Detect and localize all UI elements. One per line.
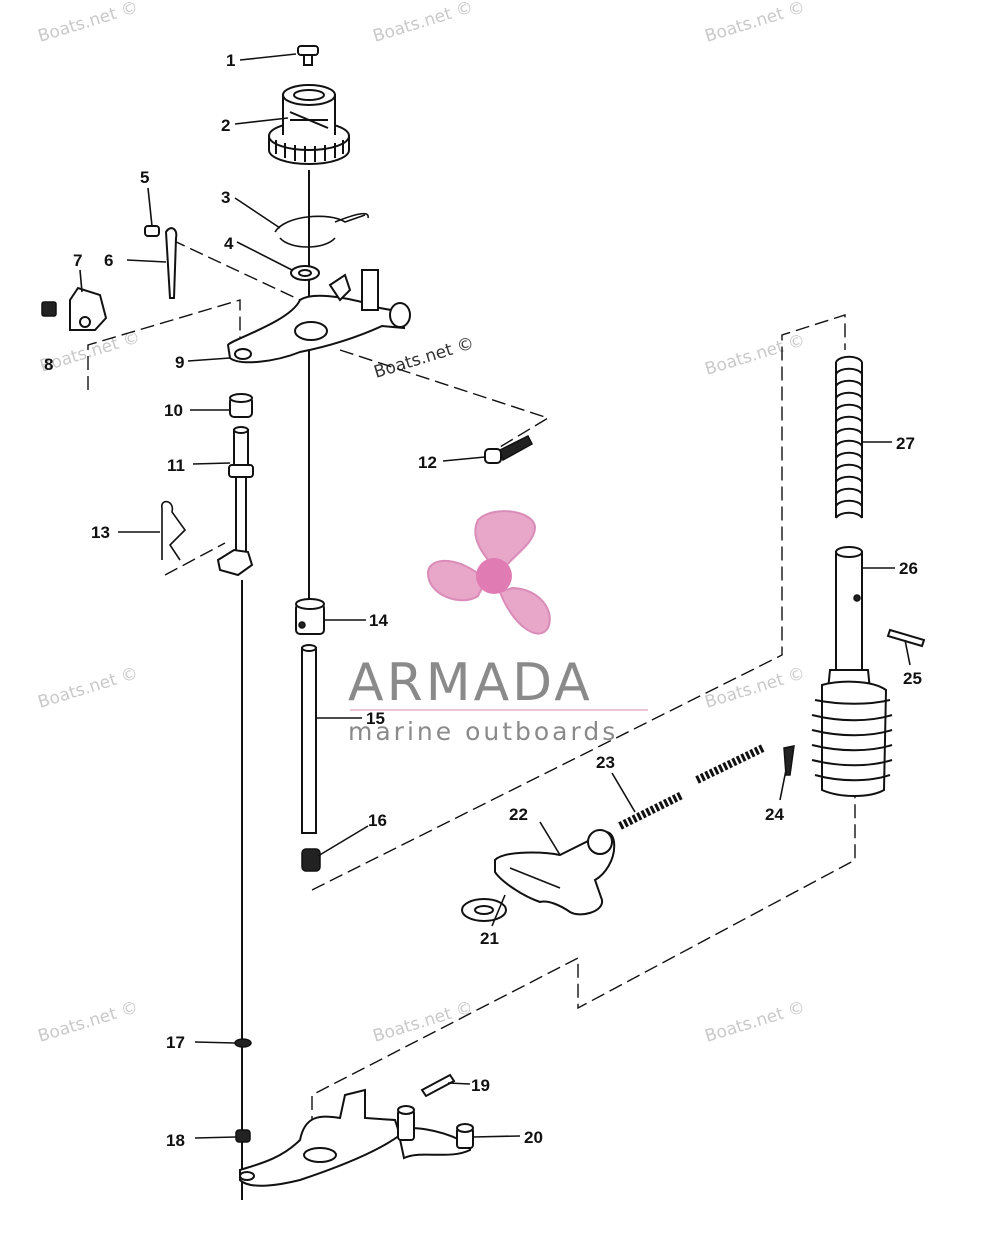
watermark: Boats.net © xyxy=(36,0,141,47)
part-8-screw xyxy=(41,301,57,317)
watermarks: Boats.net © Boats.net © Boats.net © Boat… xyxy=(36,0,808,1047)
part-27-spring xyxy=(835,355,863,519)
callout-16: 16 xyxy=(368,811,387,830)
part-9-lever-plate xyxy=(226,269,411,364)
callout-2: 2 xyxy=(221,116,230,135)
part-19-pin xyxy=(420,1073,456,1098)
callout-9: 9 xyxy=(175,353,184,372)
callout-26: 26 xyxy=(899,559,918,578)
callout-24: 24 xyxy=(765,805,784,824)
armada-logo: ARMADA marine outboards xyxy=(348,510,648,746)
part-2-gear xyxy=(268,84,350,165)
callout-4: 4 xyxy=(224,234,234,253)
part-7-clamp xyxy=(69,286,108,331)
brand-tagline: marine outboards xyxy=(348,717,618,746)
part-21-washer xyxy=(461,898,507,922)
part-14-coupler xyxy=(295,598,325,635)
part-20-lever xyxy=(239,1088,474,1187)
part-26-tube-bellows xyxy=(811,546,893,797)
watermark: Boats.net © xyxy=(36,997,141,1046)
leader-lines xyxy=(79,53,911,1139)
watermark: Boats.net © xyxy=(372,333,477,382)
part-10-bushing xyxy=(229,393,253,418)
callout-27: 27 xyxy=(896,434,915,453)
part-11-shaft xyxy=(216,426,254,577)
callout-3: 3 xyxy=(221,188,230,207)
part-24-screw xyxy=(783,745,795,776)
callout-19: 19 xyxy=(471,1076,490,1095)
callout-7: 7 xyxy=(73,251,82,270)
callout-8: 8 xyxy=(44,355,53,374)
watermark: Boats.net © xyxy=(371,997,476,1046)
callout-25: 25 xyxy=(903,669,922,688)
callout-10: 10 xyxy=(164,401,183,420)
callout-6: 6 xyxy=(104,251,113,270)
callout-13: 13 xyxy=(91,523,110,542)
propeller-icon xyxy=(426,510,551,635)
callout-15: 15 xyxy=(366,709,385,728)
callout-11: 11 xyxy=(167,456,185,475)
callout-5: 5 xyxy=(140,168,149,187)
part-6-pin xyxy=(164,227,178,299)
watermark: Boats.net © xyxy=(703,330,808,379)
part-15-rod xyxy=(301,644,317,834)
part-16-fitting xyxy=(301,848,321,872)
callout-21: 21 xyxy=(480,929,499,948)
watermark: Boats.net © xyxy=(703,997,808,1046)
assembly-lines xyxy=(87,239,856,1130)
callout-18: 18 xyxy=(166,1131,185,1150)
callout-20: 20 xyxy=(524,1128,543,1147)
part-22-handle xyxy=(494,829,616,916)
part-25-pin xyxy=(886,628,926,648)
callout-1: 1 xyxy=(226,51,235,70)
brand-name: ARMADA xyxy=(348,653,593,713)
callout-17: 17 xyxy=(166,1033,185,1052)
part-18-nut xyxy=(235,1129,251,1143)
callout-labels: 1 2 3 4 5 6 7 8 9 10 11 12 13 14 15 16 1… xyxy=(44,51,922,1150)
part-13-cotter-pin xyxy=(161,500,187,561)
watermark: Boats.net © xyxy=(371,0,476,47)
watermark: Boats.net © xyxy=(703,0,808,47)
callout-12: 12 xyxy=(418,453,437,472)
part-23-threaded-rod xyxy=(618,744,765,830)
callout-14: 14 xyxy=(369,611,388,630)
part-17-clip xyxy=(234,1038,252,1048)
part-5-screw xyxy=(144,225,160,237)
part-12-screw xyxy=(484,434,533,464)
watermark: Boats.net © xyxy=(703,663,808,712)
watermark: Boats.net © xyxy=(36,663,141,712)
callout-23: 23 xyxy=(596,753,615,772)
part-3-spring-clip xyxy=(274,212,369,248)
callout-22: 22 xyxy=(509,805,528,824)
part-1-screw xyxy=(297,45,319,66)
